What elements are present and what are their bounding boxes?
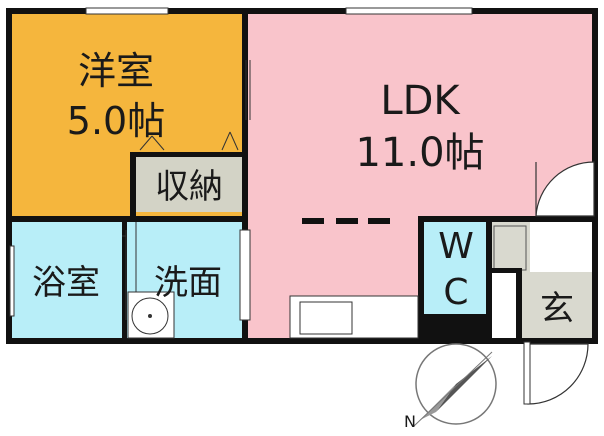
entrance-floor: [520, 272, 594, 340]
door-swings: [527, 161, 595, 405]
wc-label-bottom: C: [443, 272, 468, 313]
entrance-label: 玄: [540, 289, 574, 329]
north-compass-icon: [413, 343, 497, 427]
counter-dashes: [302, 218, 390, 224]
windows: [9, 7, 473, 321]
sliding-doors: [122, 60, 251, 320]
wash-basin: [127, 291, 175, 339]
bathroom-area: [10, 222, 126, 340]
entrance-door: [523, 341, 531, 405]
western-room-size: 5.0帖: [67, 99, 165, 143]
bathroom-label: 浴室: [32, 263, 100, 303]
compass-north-label: N: [404, 412, 416, 431]
wc-area: [424, 222, 488, 318]
ldk-name: LDK: [380, 78, 461, 124]
wc-label-top: W: [438, 226, 474, 267]
storage-area: [134, 157, 244, 212]
washroom-label: 洗面: [154, 263, 222, 303]
entrance-step: [493, 225, 527, 271]
kitchen-counter: [289, 295, 419, 339]
storage-label: 収納: [155, 167, 223, 207]
ldk-size: 11.0帖: [355, 130, 484, 176]
western-room-name: 洋室: [78, 49, 154, 93]
